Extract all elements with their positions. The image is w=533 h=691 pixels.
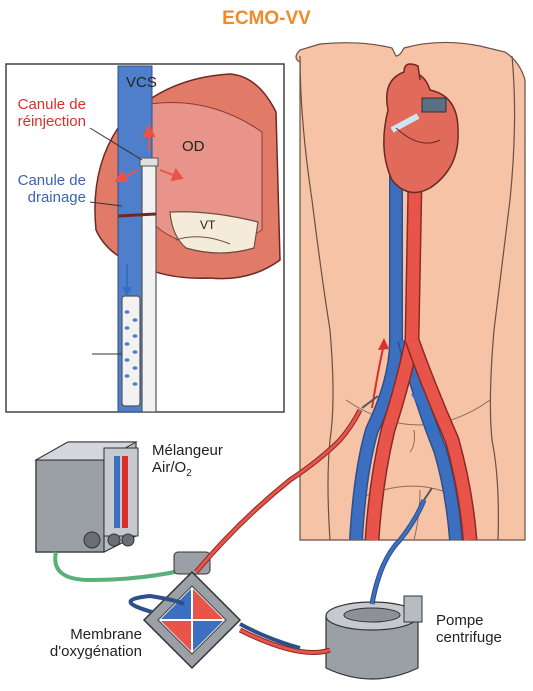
label-drainage-cannula: Canule de drainage xyxy=(6,172,86,206)
diagram-title: ECMO-VV xyxy=(0,8,533,30)
label-gas-blender-line1: Mélangeur xyxy=(152,442,223,459)
label-reinjection-line2: réinjection xyxy=(6,113,86,130)
label-membrane-line1: Membrane xyxy=(36,626,142,643)
label-membrane-line2: d'oxygénation xyxy=(36,643,142,660)
gas-line-tube xyxy=(55,552,184,580)
label-gas-blender: Mélangeur Air/O2 xyxy=(152,442,223,482)
centrifugal-pump-device xyxy=(326,596,422,679)
label-o2-subscript: 2 xyxy=(186,468,192,479)
label-pump: Pompe centrifuge xyxy=(436,612,502,646)
label-reinjection-cannula: Canule de réinjection xyxy=(6,96,86,130)
label-gas-blender-line2: Air/O2 xyxy=(152,459,223,482)
label-vcs: VCS xyxy=(126,74,157,91)
label-drainage-line1: Canule de xyxy=(6,172,86,189)
label-pump-line2: centrifuge xyxy=(436,629,502,646)
label-drainage-line2: drainage xyxy=(6,189,86,206)
label-reinjection-line1: Canule de xyxy=(6,96,86,113)
oxygenator-membrane-device xyxy=(144,552,240,668)
label-air-o: Air/O xyxy=(152,459,186,476)
label-vt: VT xyxy=(200,217,215,234)
label-pump-line1: Pompe xyxy=(436,612,502,629)
label-od: OD xyxy=(182,138,205,155)
label-membrane: Membrane d'oxygénation xyxy=(36,626,142,660)
gas-blender-device xyxy=(36,442,138,552)
